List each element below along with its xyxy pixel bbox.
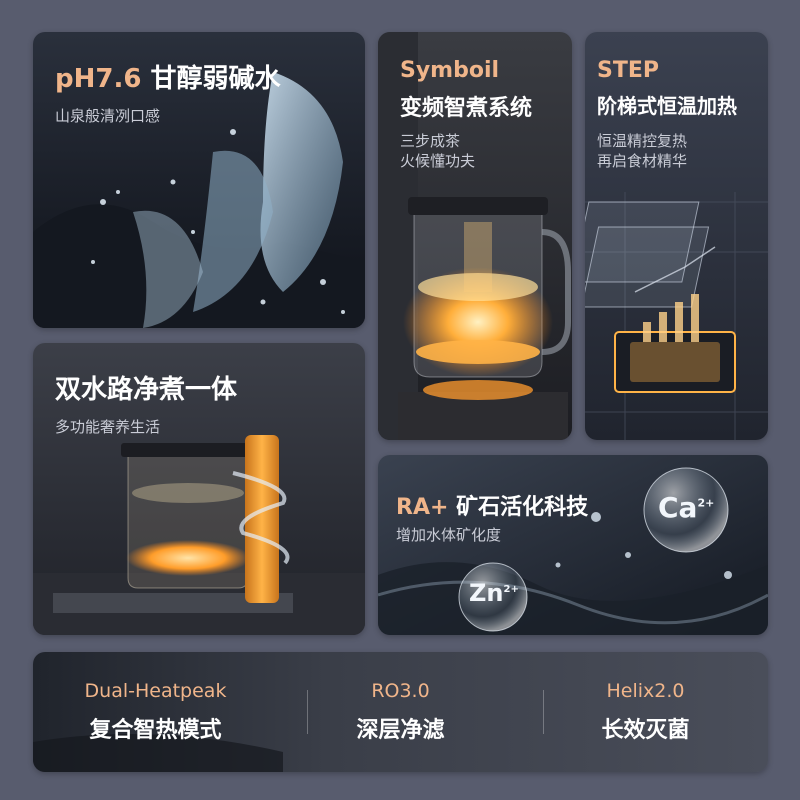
step-title-en: STEP [597, 58, 660, 83]
feature-helix: Helix2.0 长效灭菌 [523, 652, 768, 772]
ph-title-rest: 甘醇弱碱水 [150, 64, 281, 94]
symboil-title-en: Symboil [400, 58, 500, 83]
step-sub-1: 恒温精控复热 [597, 132, 688, 150]
chip-chart-image [585, 32, 768, 440]
dual-subtitle: 多功能奢养生活 [55, 418, 161, 436]
ion-zn-label: Zn2+ [469, 579, 519, 607]
mineral-water-image [378, 455, 768, 635]
card-ra-mineral: RA+ 矿石活化科技 增加水体矿化度 Ca2+ Zn2+ [378, 455, 768, 635]
feature-en: Dual-Heatpeak [84, 680, 227, 702]
ion-ca-label: Ca2+ [658, 491, 714, 524]
feature-divider [543, 690, 544, 734]
feature-en: RO3.0 [371, 680, 430, 702]
card-symboil: Symboil 变频智煮系统 三步成茶 火候懂功夫 [378, 32, 572, 440]
feature-en: Helix2.0 [606, 680, 685, 702]
ion-zn-symbol: Zn [469, 579, 504, 607]
ra-title: RA+ 矿石活化科技 [396, 489, 588, 521]
card-dual-water: 双水路净煮一体 多功能奢养生活 [33, 343, 365, 635]
step-title-cn: 阶梯式恒温加热 [597, 94, 737, 118]
dual-title: 双水路净煮一体 [55, 375, 238, 405]
step-sub-2: 再启食材精华 [597, 152, 688, 170]
feature-divider [307, 690, 308, 734]
ra-title-rest: 矿石活化科技 [456, 495, 589, 520]
symboil-sub-1: 三步成茶 [400, 132, 461, 150]
ion-ca-symbol: Ca [658, 491, 698, 524]
symboil-sub-2: 火候懂功夫 [400, 152, 476, 170]
ra-title-accent: RA+ [396, 495, 449, 520]
feature-cn: 深层净滤 [356, 718, 445, 743]
kettle-image [378, 32, 572, 440]
water-splash-image [33, 32, 365, 328]
feature-ro: RO3.0 深层净滤 [278, 652, 523, 772]
ph-title-accent: pH7.6 [55, 64, 142, 94]
ph-title: pH7.6 甘醇弱碱水 [55, 58, 281, 95]
card-step: STEP 阶梯式恒温加热 恒温精控复热 再启食材精华 [585, 32, 768, 440]
ph-subtitle: 山泉般清冽口感 [55, 107, 161, 125]
ion-zn-charge: 2+ [503, 584, 519, 595]
card-ph-water: pH7.6 甘醇弱碱水 山泉般清冽口感 [33, 32, 365, 328]
feature-dual-heatpeak: Dual-Heatpeak 复合智热模式 [33, 652, 278, 772]
symboil-title-cn: 变频智煮系统 [400, 96, 533, 121]
strip-background [33, 652, 768, 772]
ra-subtitle: 增加水体矿化度 [396, 526, 502, 544]
ion-ca-charge: 2+ [697, 496, 715, 510]
kettle-filter-image [33, 343, 365, 635]
feature-cn: 长效灭菌 [601, 718, 690, 743]
feature-cn: 复合智热模式 [89, 718, 222, 743]
feature-strip: Dual-Heatpeak 复合智热模式 RO3.0 深层净滤 Helix2.0… [33, 652, 768, 772]
